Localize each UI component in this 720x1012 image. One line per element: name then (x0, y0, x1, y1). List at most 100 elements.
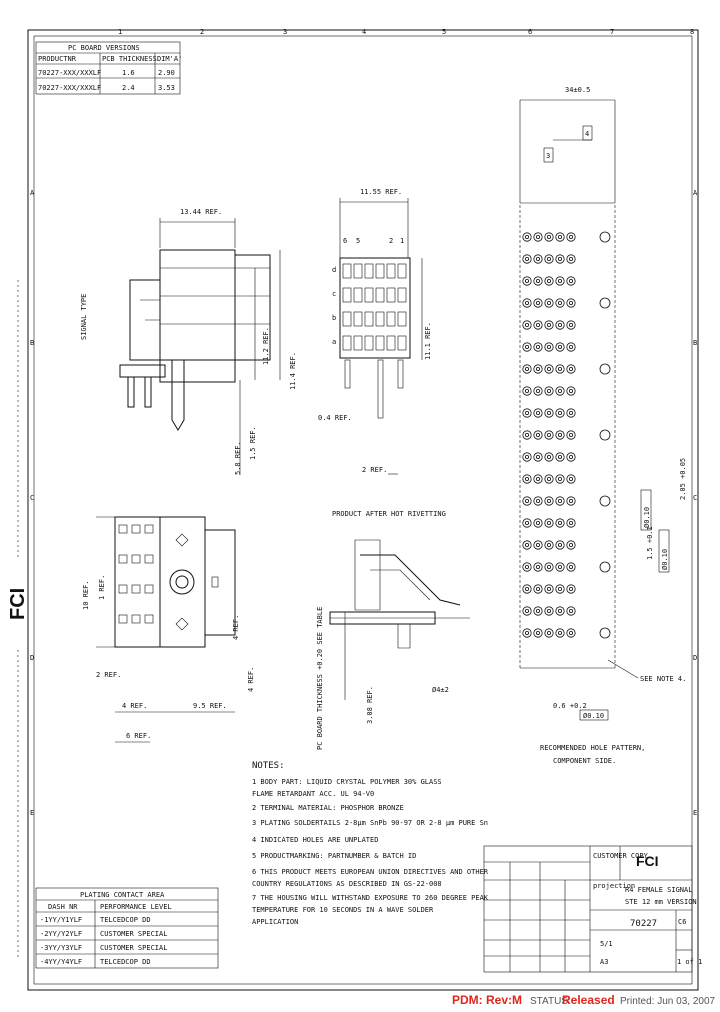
rivetting-view: PRODUCT AFTER HOT RIVETTING PC BOARD THI… (316, 510, 470, 750)
pattern-hole (555, 320, 565, 330)
pattern-hole (566, 452, 576, 462)
pattern-hole (566, 298, 576, 308)
contact-cell (375, 287, 385, 303)
grid-number: 1 (118, 28, 122, 36)
table-header: PCB THICKNESS (102, 55, 157, 63)
pattern-hole (555, 452, 565, 462)
fci-logo-vertical: FCI (7, 588, 29, 620)
pattern-hole (544, 584, 554, 594)
pattern-hole (566, 584, 576, 594)
dim-bottom-h2: 4 REF. (122, 702, 147, 710)
pattern-hole-center (569, 521, 574, 526)
pattern-hole-center (569, 565, 574, 570)
note-line: TEMPERATURE FOR 10 SECONDS IN A WAVE SOL… (252, 906, 434, 914)
pattern-hole-center (558, 609, 563, 614)
pattern-hole (533, 386, 543, 396)
pattern-hole (566, 518, 576, 528)
pattern-hole-center (569, 543, 574, 548)
pattern-hole-center (558, 631, 563, 636)
rec-hole-label-2: COMPONENT SIDE. (553, 757, 616, 765)
pattern-hole-center (569, 454, 574, 459)
note-line: 6 THIS PRODUCT MEETS EUROPEAN UNION DIRE… (252, 868, 489, 876)
drawing-title-1: R4 FEMALE SIGNAL (625, 886, 692, 894)
pattern-hole-center (558, 234, 563, 239)
pattern-hole (544, 628, 554, 638)
pattern-hole-center (547, 631, 552, 636)
pattern-hole (555, 342, 565, 352)
pattern-hole (555, 518, 565, 528)
pattern-hole-center (525, 432, 530, 437)
contact-cell (397, 335, 407, 351)
pattern-hole (522, 254, 532, 264)
grid-letter: A (30, 189, 35, 197)
pattern-hole-center (558, 322, 563, 327)
table-cell: TELCEDCOP DD (100, 916, 151, 924)
table-cell: 2.90 (158, 69, 175, 77)
pattern-hole (533, 232, 543, 242)
pattern-hole (522, 518, 532, 528)
pattern-hole (544, 474, 554, 484)
pattern-hole-center (569, 234, 574, 239)
unplated-hole (599, 363, 611, 375)
dim-pattern-d1: 3 (546, 152, 550, 160)
pattern-hole (522, 364, 532, 374)
contact-cell (353, 335, 363, 351)
contact-cell (342, 335, 352, 351)
pattern-hole-center (536, 278, 541, 283)
front-row: d (332, 266, 336, 274)
table-cell: 2.4 (122, 84, 135, 92)
pattern-hole (544, 408, 554, 418)
pin-square (131, 584, 141, 594)
contact-cell (353, 287, 363, 303)
pattern-hole (533, 254, 543, 264)
table-cell: 3.53 (158, 84, 175, 92)
front-col: 6 (343, 237, 347, 245)
dim-side-bottom: 5.8 REF. (234, 441, 242, 475)
pattern-hole-center (569, 476, 574, 481)
pattern-hole-center (547, 565, 552, 570)
pattern-hole-center (569, 344, 574, 349)
pattern-hole-center (536, 609, 541, 614)
pattern-hole (566, 320, 576, 330)
pattern-hole-center (558, 278, 563, 283)
pattern-hole (522, 276, 532, 286)
pattern-hole (533, 474, 543, 484)
dim-side-lower: 1.5 REF. (249, 426, 257, 460)
grid-numbers-top: 1 2 3 4 5 6 7 8 (118, 28, 694, 36)
pin-square (131, 524, 141, 534)
contact-cell (386, 311, 396, 327)
pattern-hole-center (536, 631, 541, 636)
pattern-hole (555, 606, 565, 616)
table-cell: 1.6 (122, 69, 135, 77)
pattern-hole-center (547, 410, 552, 415)
pattern-hole-center (569, 278, 574, 283)
table-header: PERFORMANCE LEVEL (100, 903, 172, 911)
contact-cell (364, 287, 374, 303)
pattern-hole-center (547, 388, 552, 393)
pattern-hole-center (547, 609, 552, 614)
pattern-hole (533, 364, 543, 374)
pattern-hole-center (547, 432, 552, 437)
table-header: PRODUCTNR (38, 55, 77, 63)
pattern-hole-center (536, 388, 541, 393)
pattern-hole-center (536, 322, 541, 327)
pattern-hole-center (547, 454, 552, 459)
pattern-hole (544, 298, 554, 308)
dim-front-height: 11.1 REF. (424, 322, 432, 360)
pattern-hole (555, 496, 565, 506)
sheet-number: 1 of 1 (677, 958, 702, 966)
note-line: 4 INDICATED HOLES ARE UNPLATED (252, 836, 378, 844)
pattern-hole-center (547, 521, 552, 526)
contact-cell (386, 335, 396, 351)
pattern-hole-center (536, 498, 541, 503)
fci-logo: FCI (636, 853, 659, 869)
front-view: 11.55 REF. 6 5 2 1 d c b a 11.1 REF. 0.4… (318, 188, 432, 475)
pattern-hole (544, 386, 554, 396)
pattern-hole-center (547, 498, 552, 503)
pattern-hole-center (558, 587, 563, 592)
dim-bottom-right1: 4 REF. (232, 615, 240, 640)
pattern-hole-center (525, 322, 530, 327)
note-line: COUNTRY REGULATIONS AS DESCRIBED IN GS-2… (252, 880, 442, 888)
grid-number: 4 (362, 28, 366, 36)
